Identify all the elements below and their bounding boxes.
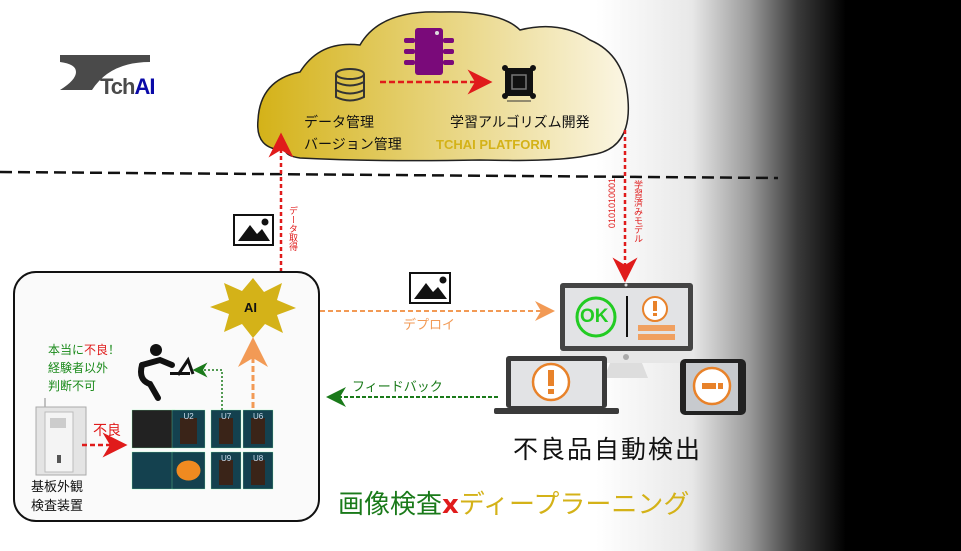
data-management-label: データ管理 <box>304 115 374 131</box>
inspector-feedback-arrow <box>192 362 223 410</box>
pcb-chip <box>219 418 233 444</box>
logo-suffix: AI <box>134 74 155 99</box>
expert-note: 本当に不良！ 経験者以外 判断不可 <box>48 341 120 395</box>
platform-cloud <box>257 11 630 162</box>
pcb-tile-label: U7 <box>221 412 232 421</box>
database-icon <box>335 68 365 102</box>
tablet-device <box>680 359 746 415</box>
person-at-computer-icon <box>138 344 195 401</box>
inspection-box <box>13 271 320 522</box>
tagline-image-inspection: 画像検査 <box>338 490 443 520</box>
trained-model-label: 学習済みモデル <box>632 180 642 243</box>
pcb-chip <box>251 418 265 444</box>
laptop-device <box>494 356 619 414</box>
auto-detect-title: 不良品自動検出 <box>513 435 703 464</box>
tagline-x: x <box>442 490 459 520</box>
pcb-chip <box>180 418 197 444</box>
pcb-tile-label: U9 <box>221 454 232 463</box>
data-acquire-label: データ取得 <box>287 206 297 251</box>
chip-icon <box>404 28 454 75</box>
pcb-tile <box>131 409 176 449</box>
machine-label-line1: 基板外観 <box>31 480 84 495</box>
platform-label: TCHAI PLATFORM <box>436 137 551 152</box>
deploy-label: デプロイ <box>403 318 456 333</box>
model-bits-label: 0101010001 <box>607 178 617 229</box>
image-icon <box>409 272 451 304</box>
machine-label-line2: 検査装置 <box>31 499 84 514</box>
note-line3: 判断不可 <box>48 379 97 393</box>
pcb-tile-label: U2 <box>184 412 195 421</box>
tagline-deep-learning: ディープラーニング <box>458 490 690 520</box>
inspection-machine-icon <box>35 398 87 476</box>
processor-icon <box>502 65 536 102</box>
feedback-label: フィードバック <box>352 380 443 395</box>
footer-tagline: 画像検査xディープラーニング <box>338 484 689 521</box>
logo-mark <box>60 55 150 90</box>
version-management-label: バージョン管理 <box>304 137 402 153</box>
divider-line <box>0 170 779 180</box>
ok-badge: OK <box>580 306 609 327</box>
pcb-tile <box>131 451 176 490</box>
machine-label: 基板外観 検査装置 <box>31 478 83 516</box>
note-suffix: ！ <box>108 343 121 357</box>
logo: TchAI <box>100 74 155 100</box>
ai-star <box>210 278 296 338</box>
defect-label: 不良 <box>93 423 121 439</box>
image-icon <box>233 214 274 246</box>
pcb-chip <box>219 460 233 485</box>
pcb-chip <box>251 460 265 485</box>
pcb-tile-label: U8 <box>253 454 264 463</box>
ai-star-label: AI <box>244 300 257 315</box>
pcb-tile-label: U6 <box>253 412 264 421</box>
algorithm-dev-label: 学習アルゴリズム開発 <box>450 115 590 131</box>
logo-prefix: Tch <box>100 74 135 99</box>
note-prefix: 本当に <box>48 343 85 357</box>
note-line2: 経験者以外 <box>48 361 109 375</box>
note-highlight: 不良 <box>84 343 109 357</box>
pcb-component <box>176 460 201 481</box>
